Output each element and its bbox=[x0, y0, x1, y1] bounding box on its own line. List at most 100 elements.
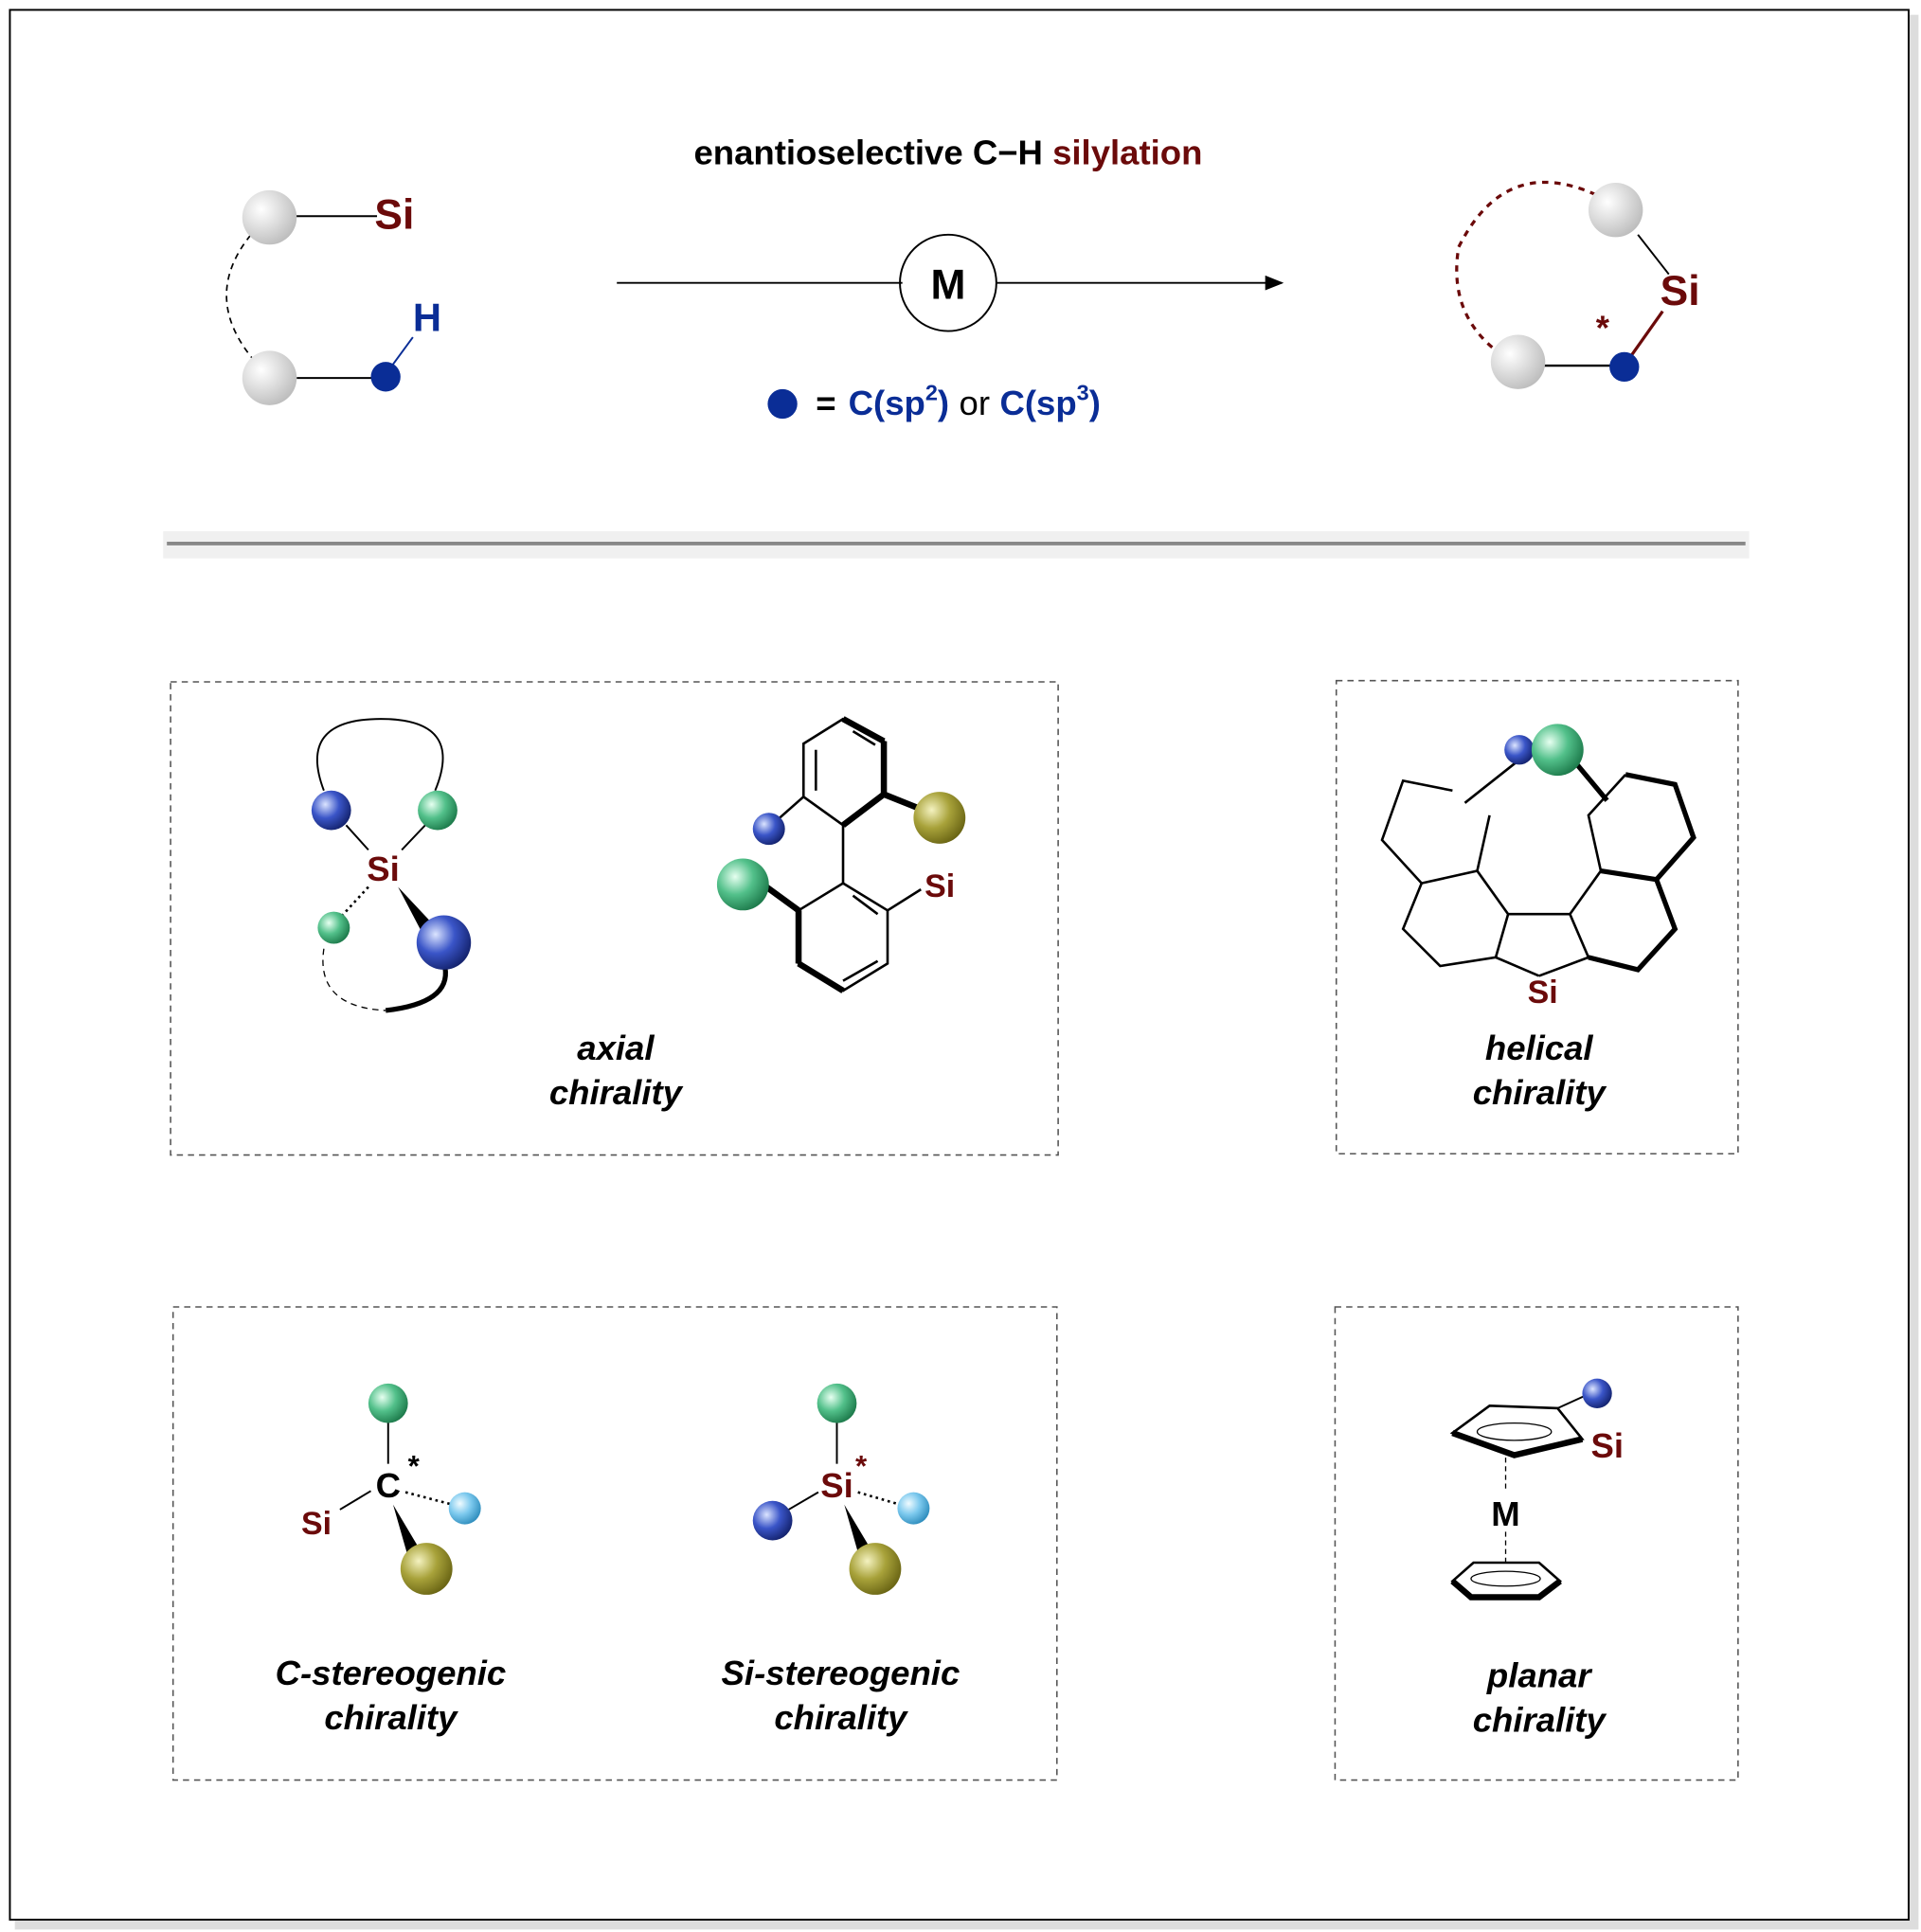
text-label: Si bbox=[301, 1506, 332, 1542]
diagram-mark bbox=[170, 681, 1059, 1156]
text-label: * bbox=[408, 1450, 421, 1483]
diagram-mark bbox=[1569, 773, 1627, 915]
text-label: Si bbox=[367, 850, 400, 888]
diagram-mark bbox=[1470, 1570, 1541, 1587]
text-label: chirality bbox=[549, 1073, 684, 1112]
diagram-mark bbox=[1625, 310, 1664, 364]
diagram-mark bbox=[340, 886, 369, 918]
diagram-mark bbox=[844, 1504, 872, 1557]
diagram-mark bbox=[1556, 1395, 1586, 1409]
text-label: chirality bbox=[1473, 1073, 1607, 1112]
diagram-mark bbox=[1531, 724, 1584, 777]
text-label: chirality bbox=[1473, 1701, 1607, 1740]
diagram-mark bbox=[1600, 772, 1697, 883]
diagram-mark bbox=[1490, 334, 1546, 389]
text-label: helical bbox=[1485, 1029, 1594, 1067]
diagram-mark bbox=[448, 1492, 481, 1525]
text-label: * bbox=[855, 1450, 868, 1483]
diagram-mark bbox=[385, 966, 448, 1013]
diagram-mark bbox=[841, 792, 887, 828]
diagram-mark bbox=[392, 1504, 421, 1557]
text-label: chirality bbox=[774, 1698, 908, 1737]
diagram-mark bbox=[1451, 1429, 1584, 1458]
diagram-mark bbox=[852, 894, 879, 916]
diagram-mark bbox=[852, 730, 876, 746]
reactant: Si H bbox=[225, 189, 441, 405]
reaction-title: enantioselective C−H silylation bbox=[693, 133, 1202, 171]
sphere-gray bbox=[242, 350, 297, 405]
diagram-mark bbox=[1380, 750, 1697, 977]
panel-axial: Si Si axial chirality bbox=[311, 716, 966, 1112]
diagram-mark bbox=[345, 824, 369, 851]
diagram-mark bbox=[311, 790, 351, 831]
diagram-mark bbox=[1588, 878, 1679, 973]
text-label: Si bbox=[1591, 1426, 1625, 1465]
diagram-mark bbox=[882, 791, 923, 813]
text-label: * bbox=[1596, 309, 1610, 348]
diagram-mark bbox=[1450, 1578, 1562, 1601]
diagram-mark bbox=[315, 718, 444, 792]
diagram-mark bbox=[1588, 183, 1643, 238]
diagram-mark bbox=[788, 1491, 819, 1511]
text-label: planar bbox=[1486, 1656, 1592, 1695]
diagram-mark bbox=[339, 1490, 372, 1511]
text-label: Si-stereogenic bbox=[722, 1654, 960, 1692]
text-label: Si bbox=[1661, 268, 1700, 314]
diagram-mark bbox=[1476, 1422, 1553, 1441]
diagram-mark bbox=[317, 911, 350, 944]
diagram-mark bbox=[1508, 912, 1590, 977]
diagram-mark bbox=[404, 1491, 453, 1506]
h-label: H bbox=[413, 295, 441, 340]
diagram-mark bbox=[764, 884, 800, 913]
diagram-mark bbox=[1380, 778, 1491, 886]
text-label: chirality bbox=[324, 1698, 458, 1737]
diagram-mark bbox=[418, 790, 458, 831]
diagram-mark bbox=[1573, 761, 1609, 802]
text-label: Si bbox=[925, 868, 955, 904]
diagram-mark bbox=[1401, 883, 1540, 977]
diagram-mark bbox=[322, 948, 386, 1011]
diagram-mark bbox=[752, 813, 785, 846]
panel-planar: Si M planar chirality bbox=[1449, 1378, 1625, 1740]
diagram-mark bbox=[849, 1543, 902, 1595]
diagram-mark bbox=[752, 1500, 793, 1541]
diagram-mark bbox=[1582, 1378, 1612, 1408]
diagram-mark bbox=[817, 1383, 857, 1423]
diagram-mark bbox=[857, 1491, 901, 1506]
diagram-mark bbox=[1637, 234, 1670, 276]
text-label: C bbox=[376, 1466, 401, 1505]
text-label: Si bbox=[1528, 975, 1558, 1011]
diagram-mark bbox=[1504, 735, 1535, 765]
diagram-mark bbox=[400, 1543, 453, 1595]
diagram-mark bbox=[1334, 1306, 1739, 1781]
diagram-mark bbox=[716, 858, 769, 911]
diagram-mark bbox=[897, 1492, 930, 1525]
diagram-mark bbox=[416, 915, 472, 970]
diagram-mark bbox=[913, 792, 966, 844]
text-label: Si bbox=[820, 1466, 853, 1505]
diagram-mark bbox=[842, 959, 879, 982]
diagram-mark bbox=[797, 960, 845, 993]
text-label: axial bbox=[577, 1029, 655, 1067]
panel-helical: Si helical chirality bbox=[1380, 724, 1697, 1112]
diagram-mark bbox=[1609, 351, 1640, 383]
panel-si-stereogenic: Si * Si-stereogenic chirality bbox=[722, 1383, 960, 1737]
catalytic-cycle-icon bbox=[899, 233, 997, 332]
diagram-mark bbox=[887, 888, 922, 912]
sphere-gray bbox=[242, 189, 297, 245]
diagram-mark bbox=[401, 824, 426, 851]
reaction-arrow: M bbox=[617, 233, 1284, 332]
panel-c-stereogenic: C * Si C-stereogenic chirality bbox=[276, 1383, 507, 1737]
diagram-mark bbox=[841, 716, 886, 744]
diagram-mark bbox=[368, 1383, 408, 1423]
diagram-mark bbox=[171, 1306, 1058, 1781]
text-label: C-stereogenic bbox=[276, 1654, 507, 1692]
si-label: Si bbox=[374, 191, 414, 238]
product: Si * bbox=[1455, 180, 1700, 389]
carbon-dot bbox=[370, 362, 401, 392]
catalyst-label: M bbox=[930, 262, 965, 309]
diagram-mark bbox=[767, 388, 798, 420]
